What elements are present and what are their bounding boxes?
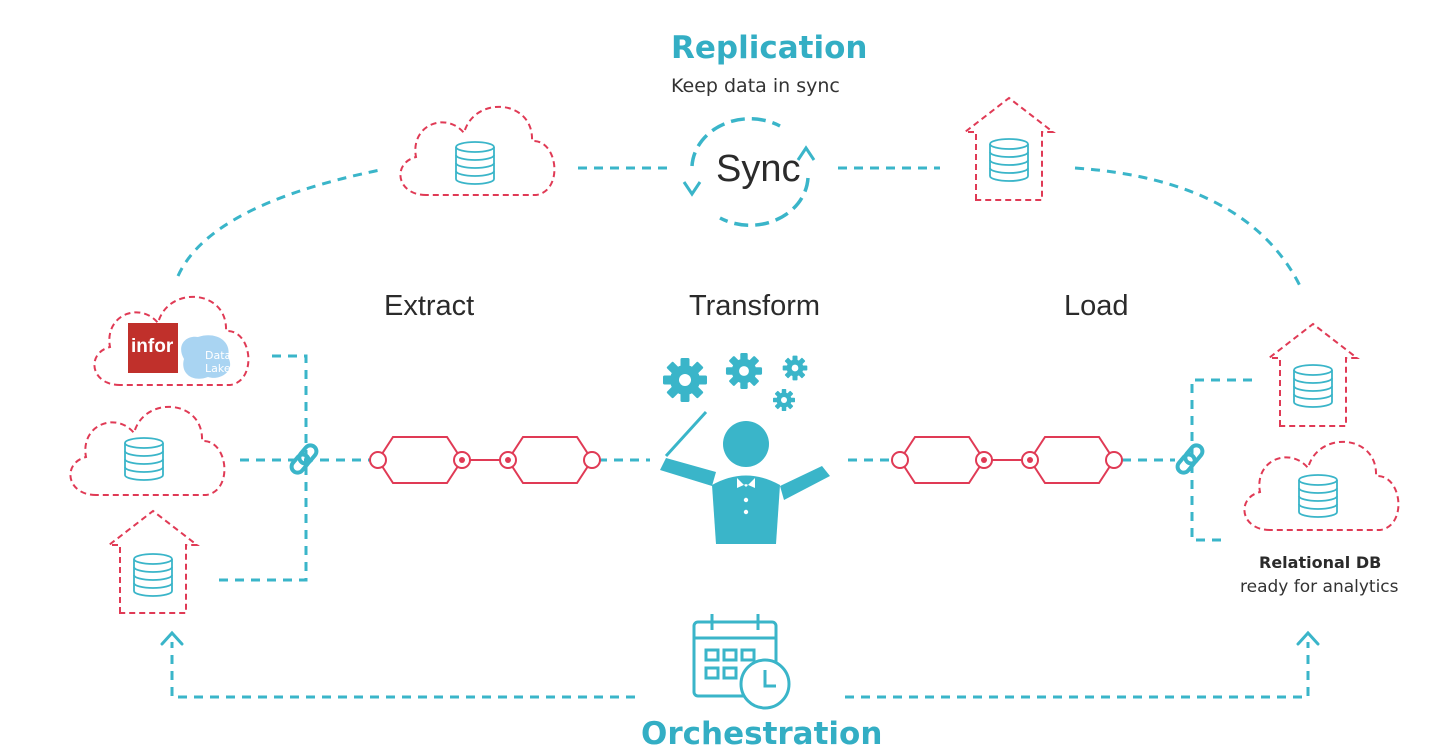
gear-icon [773, 389, 795, 411]
cloud-icon [69, 405, 226, 496]
gear-icon [782, 355, 808, 381]
gear-icon [725, 352, 763, 390]
extract-pipes [369, 436, 601, 484]
sync-arrows-icon [796, 145, 816, 161]
stage-extract: Extract [384, 290, 475, 322]
source-infor-cloud [93, 295, 250, 386]
sync-icon [682, 116, 816, 228]
database-icon [1293, 364, 1333, 408]
data-lake-logo [181, 335, 231, 379]
replication-house [964, 97, 1054, 201]
load-pipes [891, 436, 1123, 484]
replication-cloud [399, 105, 556, 196]
replication-title: Replication [671, 30, 868, 66]
data-lake-line1: Data [205, 349, 232, 362]
database-icon [124, 437, 164, 481]
orchestration-right [845, 642, 1310, 699]
source-cloud [69, 405, 226, 496]
calendar-clock-icon [692, 614, 791, 710]
gears [663, 352, 808, 411]
connector-lines [170, 166, 1310, 699]
infor-logo-text: infor [131, 336, 174, 357]
infor-logo [128, 323, 178, 373]
chain-link-icon [1173, 440, 1207, 478]
database-icon [133, 553, 173, 597]
right-link [1173, 440, 1207, 478]
replication-subtitle: Keep data in sync [671, 75, 840, 97]
stage-transform: Transform [689, 290, 821, 322]
destination-subtitle: ready for analytics [1240, 577, 1399, 597]
destination-cloud [1243, 440, 1400, 531]
gear-icon [663, 358, 707, 402]
data-lake-line2: Lake [205, 362, 231, 375]
database-icon [989, 138, 1029, 182]
conductor-icon [660, 410, 830, 544]
source-house [108, 510, 198, 614]
orchestration-left [170, 642, 635, 699]
stage-load: Load [1064, 290, 1129, 322]
database-icon [1298, 474, 1338, 518]
replication-right-arc [1074, 166, 1304, 291]
sync-label: Sync [716, 148, 801, 190]
replication-left-arc [176, 168, 381, 277]
orchestration-left-arrow [160, 630, 184, 646]
orchestration-title: Orchestration [641, 716, 883, 752]
orchestration-right-arrow [1296, 630, 1320, 646]
warehouse-icon [108, 510, 198, 614]
destination-connector [1190, 378, 1252, 542]
data-lake-label: Data Lake [205, 349, 231, 375]
database-icon [455, 141, 495, 185]
destination-title: Relational DB [1259, 553, 1382, 572]
cloud-icon [399, 105, 556, 196]
destination-house [1268, 323, 1358, 427]
